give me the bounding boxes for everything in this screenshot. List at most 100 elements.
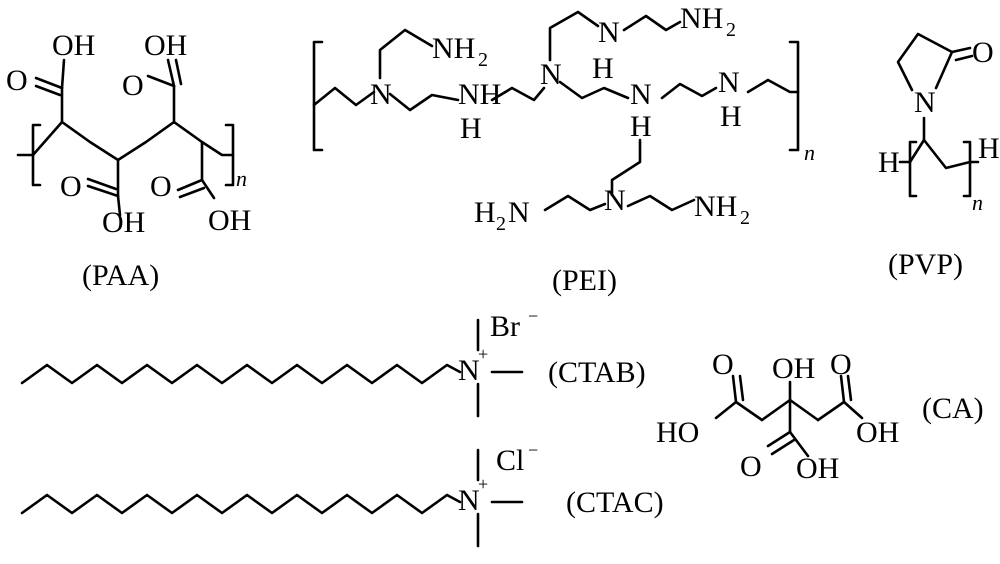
ca-o-right: O [830,348,852,381]
paa-double-bond [34,76,64,90]
paa-double-bond [86,184,120,198]
pei-h-4: H [630,110,652,143]
ctab-anion: Br [490,310,520,343]
ctac-alkyl-chain [20,493,462,515]
ca-o-bottom: O [740,450,762,483]
pei-chain [312,86,376,107]
pvp-structure: O N H H n (PVP) [878,32,1000,281]
pvp-n: N [914,86,936,119]
paa-oh-3: OH [144,29,187,62]
ca-label: (CA) [922,392,984,425]
ca-oh-top: OH [772,352,815,385]
paa-bond [116,194,122,217]
ca-bond [714,400,738,420]
pei-n-5: N [604,184,626,217]
ca-bond [842,400,864,420]
pvp-h-right: H [978,132,1000,165]
paa-double-bond [174,58,183,86]
ctac-label: (CTAC) [566,486,664,519]
ca-o-left: O [712,348,734,381]
paa-bond [200,178,216,200]
pei-structure: N NH H NH 2 N N NH 2 H N N H H N H 2 N N… [312,2,815,297]
ctac-anion-charge: − [528,440,538,460]
pei-chain [490,86,546,102]
ctac-n: N [458,484,480,517]
ca-bond [788,398,820,422]
pei-nh-1: NH [458,78,501,111]
paa-label: (PAA) [82,259,159,292]
paa-double-bond [34,84,62,97]
ca-bond [734,400,764,422]
paa-o-3: O [122,69,144,102]
pvp-h-left: H [878,146,900,179]
ctac-structure: N + Cl − (CTAC) [20,440,664,548]
ctab-plus: + [478,344,488,364]
pei-h2n-h: H [474,196,496,229]
pei-label: (PEI) [552,264,617,297]
pvp-ring [896,32,954,92]
ctab-anion-charge: − [528,306,538,326]
ca-bond [816,400,846,422]
pei-repeat-index: n [804,140,815,165]
pvp-o: O [972,36,994,69]
paa-structure: OH O O OH O OH O OH n (PAA) [6,29,251,292]
pvp-bracket-right [962,140,972,198]
pvp-carbonyl [950,46,972,54]
paa-oh-2: OH [102,206,145,239]
pei-n-4: N [630,78,652,111]
pvp-bracket-left [908,140,918,198]
pei-h-3: H [720,100,742,133]
pvp-carbonyl [954,54,974,62]
ca-double-bond [839,374,846,404]
pei-branch [548,10,600,62]
pei-branch [610,138,642,197]
ca-structure: OH O HO O OH O OH (CA) [656,348,984,485]
paa-oh-4: OH [208,204,251,237]
ctab-n: N [458,354,480,387]
pei-h-2: H [592,52,614,85]
pei-chain [660,82,718,100]
pei-bracket-right [788,40,800,152]
pei-nh2-3-sub: 2 [740,207,750,229]
pei-nh2-1: NH [432,32,475,65]
pei-n-3: N [598,16,620,49]
paa-o-2: O [60,170,82,203]
ca-oh-bottom: OH [796,452,839,485]
ca-bond [760,398,792,422]
pei-n-2: N [540,58,562,91]
pei-h2n-n: N [508,196,530,229]
paa-backbone [31,120,235,162]
pei-n-1: N [370,78,392,111]
ca-double-bond [731,374,738,404]
paa-double-bond [166,58,176,88]
pei-chain [388,92,460,112]
pei-h2n-sub: 2 [496,213,506,235]
ctac-anion: Cl [496,444,524,477]
paa-oh-1: OH [52,29,95,62]
paa-bond [60,58,66,90]
pei-bracket-left [312,40,324,152]
paa-bond [146,74,176,88]
paa-o-4: O [150,170,172,203]
pei-branch [622,14,682,32]
pei-branch [378,28,434,80]
pei-chain [558,80,630,100]
pei-nh2-2: NH [680,2,723,35]
paa-double-bond [178,186,206,199]
ca-oh-right: OH [856,416,899,449]
ctac-plus: + [478,474,488,494]
pvp-backbone [898,138,980,170]
ca-double-bond [766,430,792,448]
pvp-repeat-index: n [972,190,983,215]
pei-h-1: H [460,112,482,145]
ca-bond [788,430,810,458]
pei-nh2-3: NH [694,190,737,223]
paa-o-1: O [6,64,28,97]
ctab-label: (CTAB) [548,356,646,389]
pei-chain [746,78,800,94]
pei-nh2-1-sub: 2 [478,49,488,71]
pei-branch [626,194,696,212]
paa-double-bond [86,177,118,191]
ctab-alkyl-chain [20,363,462,385]
